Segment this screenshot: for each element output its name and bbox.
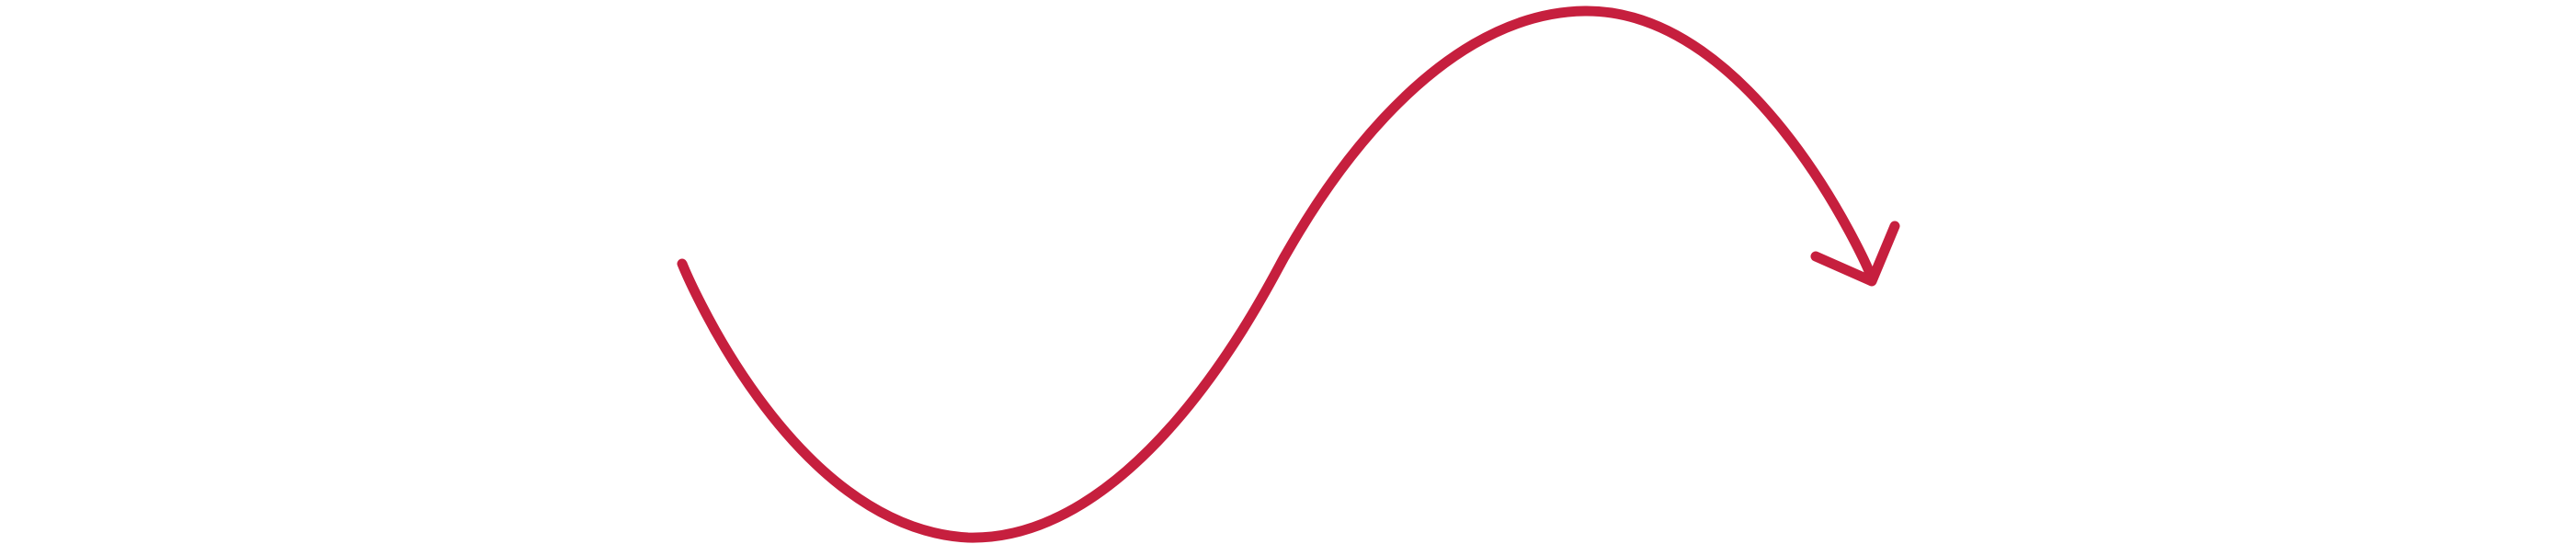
wavy-arrow-head [1810, 221, 1900, 287]
wavy-arrow-curve [677, 6, 1875, 543]
